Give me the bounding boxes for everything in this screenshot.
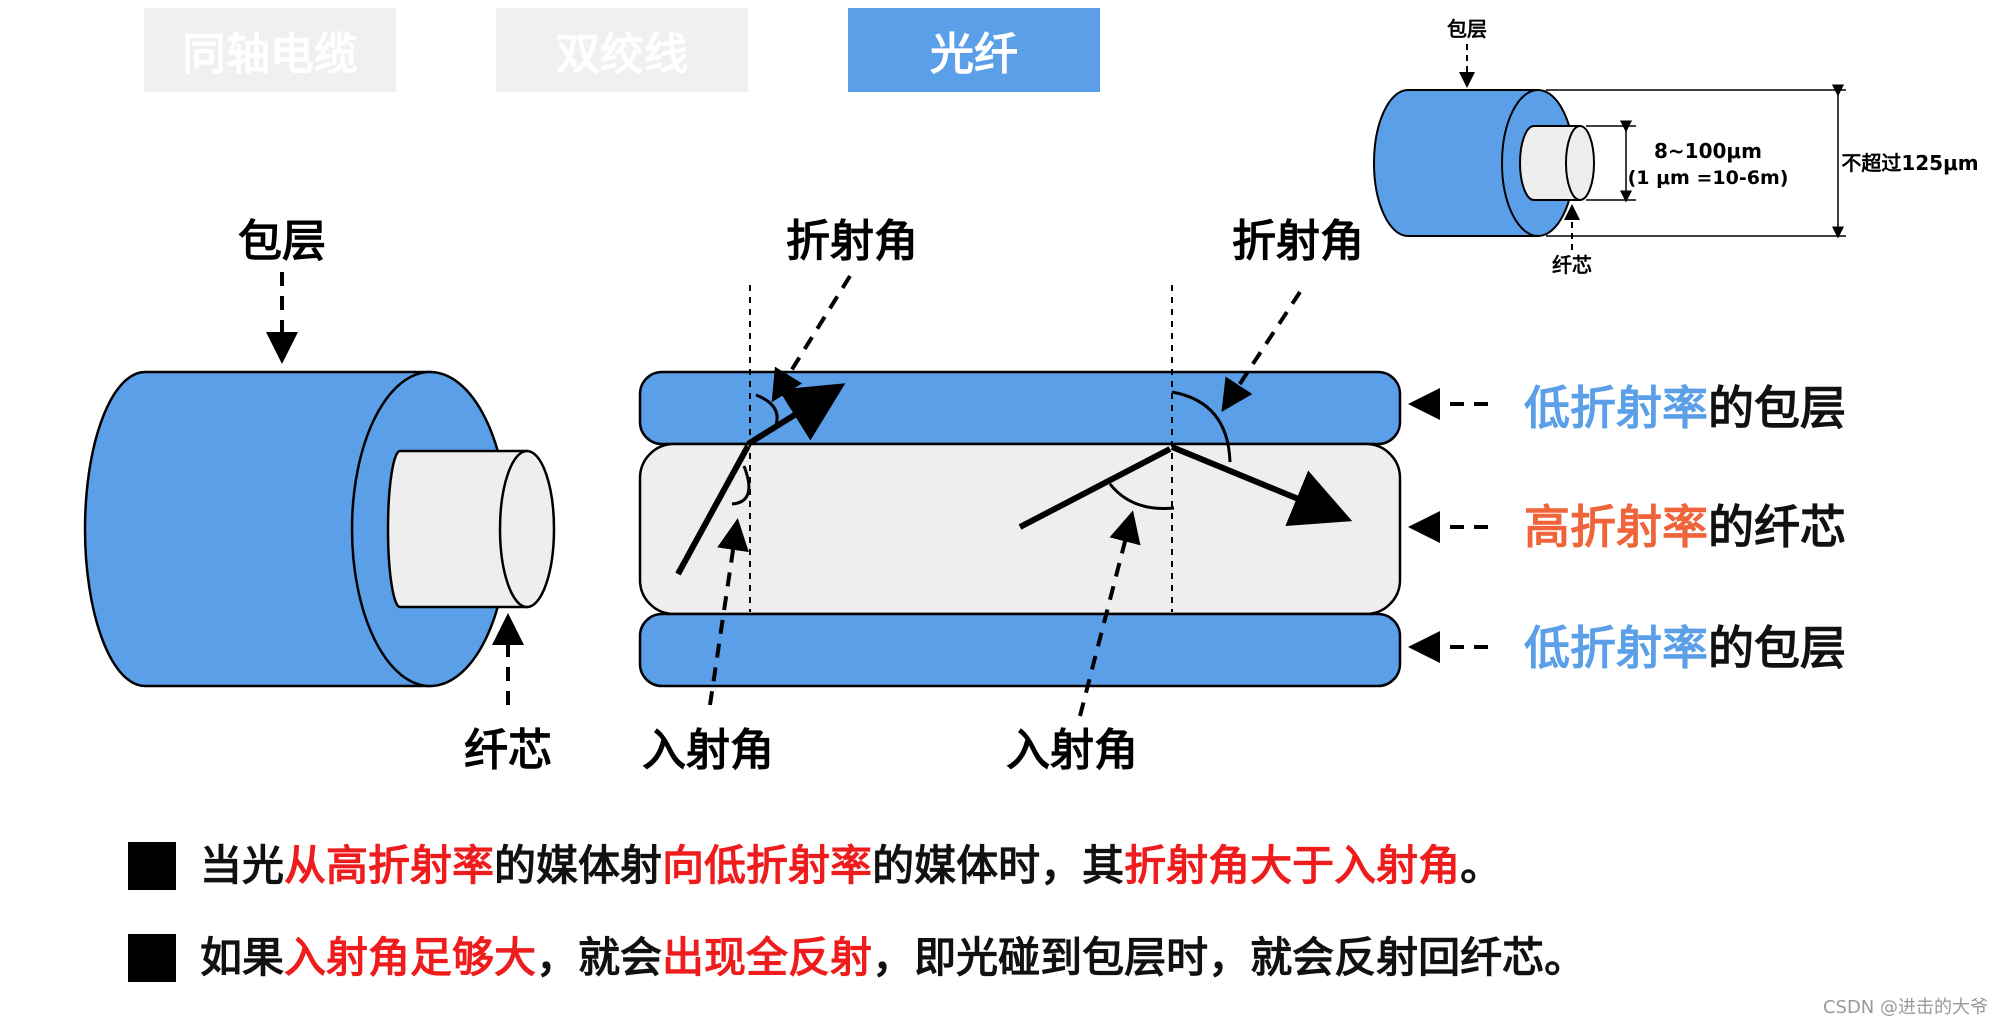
bullet-text-2: 如果入射角足够大，就会出现全反射，即光碰到包层时，就会反射回纤芯。 [200,933,1587,982]
reflected-ray-2 [1170,444,1353,527]
inset-fiber-cylinder [1373,89,1595,237]
incident-ray-2 [1018,446,1172,530]
incidence-arc-2 [1108,483,1175,510]
refraction-angle-label-1: 折射角 [786,216,918,267]
inset-core-label: 纤芯 [1552,253,1592,277]
outer-size-label: 不超过125μm [1841,151,1978,175]
top-cladding-layer [638,370,1402,446]
bullet-square-1 [128,842,176,890]
layer-label-bottom: 低折射率的包层 [1524,621,1846,675]
refraction-arc-1 [755,393,779,426]
bottom-cladding-layer [638,612,1402,688]
incidence-arc-1 [731,465,751,506]
bullet-text-1: 当光从高折射率的媒体射向低折射率的媒体时，其折射角大于入射角。 [200,841,1503,890]
incident-ray-1 [675,444,751,576]
refracted-ray-1 [746,383,846,447]
fiber-cross-section [638,370,1402,688]
refraction-angle-label-2: 折射角 [1232,216,1364,267]
incidence-pointer-2 [1078,510,1141,717]
layer-label-top: 低折射率的包层 [1524,381,1846,435]
watermark: CSDN @进击的大爷 [1822,997,1988,1018]
left-core-label: 纤芯 [464,725,552,776]
incidence-angle-label-2: 入射角 [1006,725,1138,776]
core-layer [638,442,1402,616]
refraction-pointer-2 [1221,290,1302,413]
tab-coaxial-cable[interactable]: 同轴电缆 [144,8,396,92]
refraction-arc-2 [1171,390,1232,463]
tab-optical-fiber[interactable]: 光纤 [848,8,1100,92]
layer-label-core: 高折射率的纤芯 [1524,500,1846,554]
left-fiber-cylinder [83,370,556,688]
inset-cladding-label: 包层 [1447,17,1487,41]
unit-note-label: (1 μm =10-6m) [1628,167,1789,189]
left-cladding-label: 包层 [238,216,326,267]
incidence-angle-label-1: 入射角 [642,725,774,776]
incidence-pointer-1 [708,518,749,706]
bullet-square-2 [128,934,176,982]
tab-twisted-pair[interactable]: 双绞线 [496,8,748,92]
core-size-label: 8~100μm [1654,139,1762,163]
